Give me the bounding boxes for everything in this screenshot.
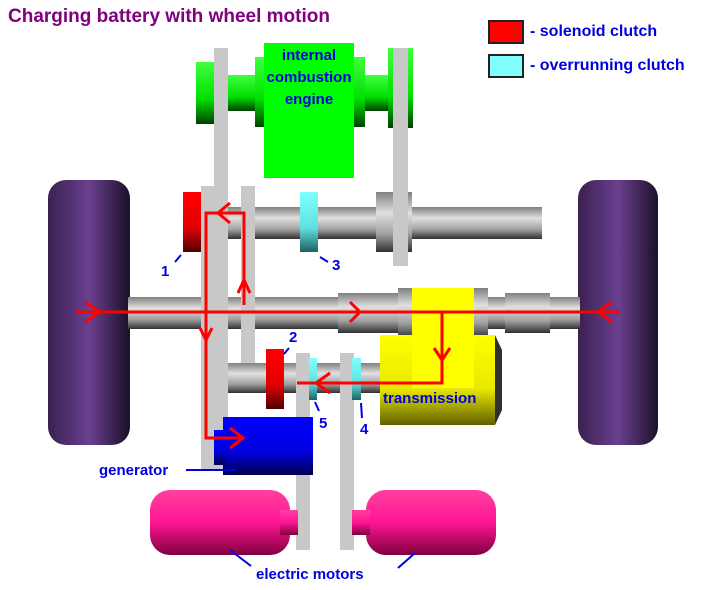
power-flow-arrows xyxy=(75,201,620,450)
legend-label: - overrunning clutch xyxy=(530,57,685,74)
transmission-end xyxy=(495,335,502,425)
overrunning-clutch-swatch xyxy=(488,54,524,78)
lower-belt xyxy=(340,353,354,550)
electric-motor-right xyxy=(366,490,496,555)
transmission-label: transmission xyxy=(383,390,476,407)
diagram-title: Charging battery with wheel motion xyxy=(8,6,330,27)
overrunning-clutch-4 xyxy=(352,358,361,400)
generator-body xyxy=(223,417,313,475)
legend-overrunning-clutch: - overrunning clutch xyxy=(488,54,685,78)
motor-shaft-left xyxy=(280,510,298,535)
clutch-number-5: 5 xyxy=(319,415,327,432)
upper-shaft xyxy=(200,207,542,239)
legend-solenoid-clutch: - solenoid clutch xyxy=(488,20,657,44)
clutch-number-3: 3 xyxy=(332,257,340,274)
clutch-number-1: 1 xyxy=(161,263,169,280)
solenoid-clutch-swatch xyxy=(488,20,524,44)
solenoid-clutch-1 xyxy=(183,192,201,252)
electric-motors-label: electric motors xyxy=(256,566,364,583)
engine-label-line1: internal xyxy=(282,47,336,64)
pulley-belt xyxy=(393,48,408,266)
clutch-number-2: 2 xyxy=(289,329,297,346)
engine-label-line2: combustion xyxy=(267,69,352,86)
generator-cap xyxy=(214,430,226,465)
motor-shaft-right xyxy=(352,510,370,535)
engine-block xyxy=(264,43,354,178)
electric-motor-left xyxy=(150,490,290,555)
engine-label-line3: engine xyxy=(285,91,333,108)
generator-label: generator xyxy=(99,462,168,479)
solenoid-clutch-2 xyxy=(266,349,284,409)
leader-lines xyxy=(174,254,416,569)
overrunning-clutch-5 xyxy=(309,358,317,400)
legend-label: - solenoid clutch xyxy=(530,23,658,40)
clutch-number-4: 4 xyxy=(360,421,369,438)
overrunning-clutch-3 xyxy=(300,192,318,252)
